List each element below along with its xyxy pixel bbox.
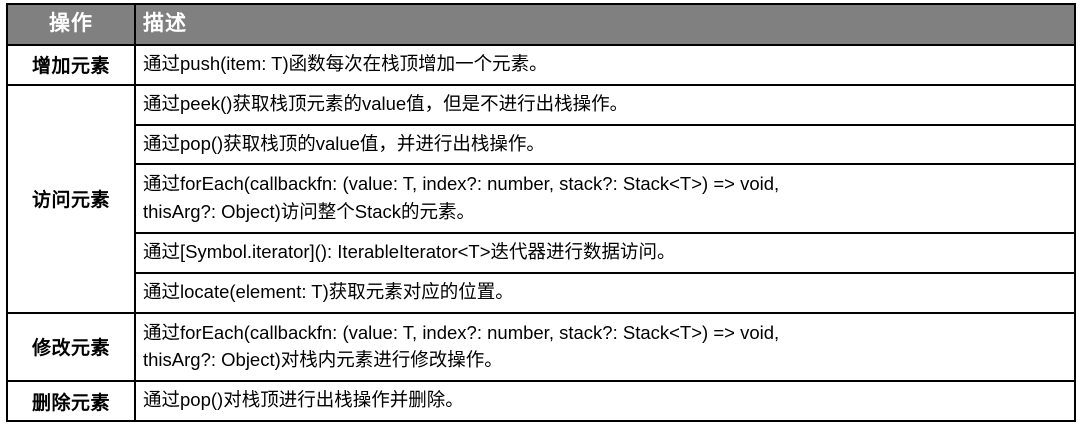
table-row: 通过[Symbol.iterator](): IterableIterator<…	[7, 231, 1076, 274]
stack-operations-table: 操作 描述 增加元素 通过push(item: T)函数每次在栈顶增加一个元素。…	[6, 2, 1076, 422]
table-row: 通过forEach(callbackfn: (value: T, index?:…	[7, 163, 1076, 234]
description-cell: 通过pop()获取栈顶的value值，并进行出栈操作。	[134, 123, 1076, 166]
table-header-row: 操作 描述	[6, 2, 1076, 47]
column-header-description: 描述	[134, 2, 1076, 47]
description-cell: 通过forEach(callbackfn: (value: T, index?:…	[134, 163, 1076, 234]
description-cell: 通过peek()获取栈顶元素的value值，但是不进行出栈操作。	[134, 83, 1076, 126]
stack-operations-table-wrapper: 操作 描述 增加元素 通过push(item: T)函数每次在栈顶增加一个元素。…	[6, 2, 1076, 422]
table-body: 增加元素 通过push(item: T)函数每次在栈顶增加一个元素。 访问元素 …	[6, 44, 1076, 422]
table-row: 通过pop()获取栈顶的value值，并进行出栈操作。	[7, 123, 1076, 166]
table-row: 增加元素 通过push(item: T)函数每次在栈顶增加一个元素。	[6, 44, 1076, 86]
operation-label-add-element: 增加元素	[6, 44, 136, 86]
description-cell: 通过[Symbol.iterator](): IterableIterator<…	[134, 231, 1076, 274]
table-row: 删除元素 通过pop()对栈顶进行出栈操作并删除。	[6, 380, 1076, 422]
description-cell: 通过pop()对栈顶进行出栈操作并删除。	[134, 380, 1076, 422]
operation-label-access-element: 访问元素	[6, 83, 136, 314]
description-cell: 通过locate(element: T)获取元素对应的位置。	[134, 271, 1076, 314]
operation-label-modify-element: 修改元素	[6, 311, 136, 383]
operation-label-delete-element: 删除元素	[6, 380, 136, 422]
table-row: 访问元素 通过peek()获取栈顶元素的value值，但是不进行出栈操作。	[6, 83, 1076, 314]
description-cell: 通过push(item: T)函数每次在栈顶增加一个元素。	[134, 44, 1076, 86]
description-cell: 通过forEach(callbackfn: (value: T, index?:…	[134, 311, 1076, 383]
table-row: 修改元素 通过forEach(callbackfn: (value: T, in…	[6, 311, 1076, 383]
table-row: 通过locate(element: T)获取元素对应的位置。	[7, 271, 1076, 314]
table-header: 操作 描述	[6, 2, 1076, 47]
column-header-operation: 操作	[6, 2, 136, 47]
